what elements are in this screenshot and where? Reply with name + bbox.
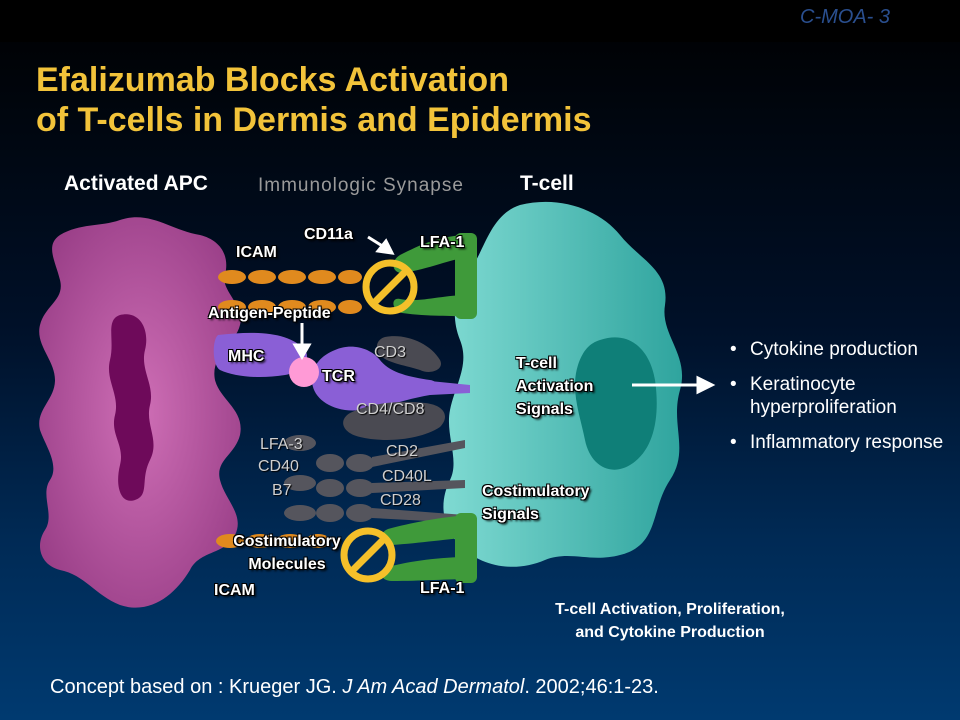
lfa1-bottom [381,513,477,583]
block-symbol-bottom [340,527,396,583]
header-immunologic-synapse: Immunologic Synapse [258,175,464,196]
label-lfa1-bottom: LFA-1 [420,580,465,597]
icam-chain-bottom [216,534,330,548]
top-band [0,0,960,42]
label-costimulatory-molecules: Costimulatory Molecules [233,533,341,573]
summary-caption: T-cell Activation, Proliferation, and Cy… [555,601,785,641]
label-tcr: TCR [322,368,355,385]
label-antigen-peptide: Antigen-Peptide [208,305,331,322]
mhc-molecule [213,332,308,378]
label-cd40: CD40 [258,458,299,475]
tcr-stalk [430,381,470,395]
slide-id: C-MOA- 3 [800,6,890,28]
label-b7: B7 [272,482,292,499]
outcome-item: Cytokine production [728,338,953,361]
label-icam-bottom: ICAM [214,582,255,599]
cd3-molecule [376,336,441,372]
header-t-cell: T-cell [520,172,574,195]
label-tcell-activation-signals: T-cell Activation Signals [516,355,594,418]
label-lfa3: LFA-3 [260,436,303,453]
outcome-item: Inflammatory response [728,431,953,454]
label-cd11a: CD11a [304,226,353,243]
citation: Concept based on : Krueger JG. J Am Acad… [50,676,659,698]
costim-molecules [284,435,465,523]
t-cell-nucleus [575,337,657,470]
label-lfa1-top: LFA-1 [420,234,465,251]
label-cd2: CD2 [386,443,419,460]
title-line-2: of T-cells in Dermis and Epidermis [36,101,592,139]
label-cd4-cd8: CD4/CD8 [356,401,425,418]
output-arrow [632,375,716,395]
slide-title: Efalizumab Blocks Activation of T-cells … [36,60,592,140]
cd11a-arrow [367,235,395,255]
label-icam-top: ICAM [236,244,277,261]
label-costimulatory-signals: Costimulatory Signals [482,483,590,523]
label-mhc: MHC [228,348,265,365]
t-cell [443,201,683,567]
tcr-molecule [312,346,438,411]
outcome-item: Keratinocyte hyperproliferation [728,373,953,419]
outcome-list: Cytokine production Keratinocyte hyperpr… [728,338,953,466]
synapse-diagram [39,201,716,608]
title-line-1: Efalizumab Blocks Activation [36,61,509,99]
label-cd3: CD3 [374,344,407,361]
antigen-arrow [292,323,312,360]
block-symbol-top [362,259,418,315]
icam-chain-top [218,270,362,314]
label-cd28: CD28 [380,492,421,509]
label-cd40l: CD40L [382,468,432,485]
header-activated-apc: Activated APC [64,172,208,195]
antigen-peptide [289,357,319,387]
apc-nucleus [108,314,154,501]
cd4-cd8-molecule [343,401,445,440]
